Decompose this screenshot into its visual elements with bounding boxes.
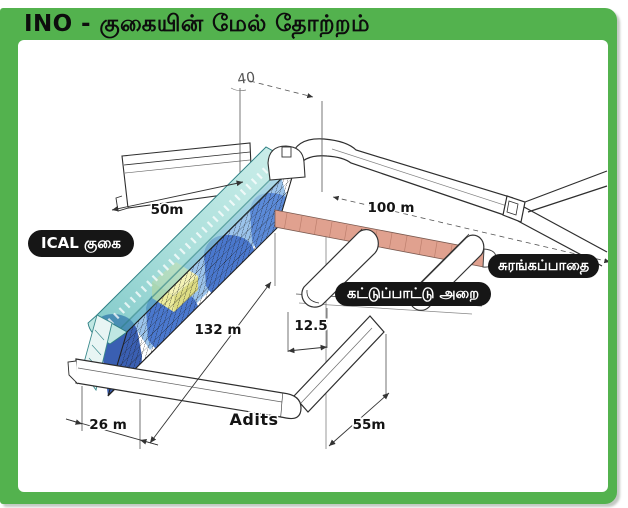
slide-frame: INO - குகையின் மேல் தோற்றம் (0, 8, 617, 504)
dim-50m: 50m (151, 202, 184, 218)
callout-tunnel: சுரங்கப்பாதை (488, 254, 600, 279)
callout-ical-cavern: ICAL குகை (28, 230, 135, 257)
callout-control-room: கட்டுப்பாட்டு அறை (335, 282, 492, 307)
dim-100m: 100 m (368, 200, 415, 216)
dim-26m: 26 m (89, 417, 127, 433)
dimensions: 40 50m 100 m 132 m 12.5 26 m 55m Adits (65, 70, 416, 449)
diagram-canvas: 40 50m 100 m 132 m 12.5 26 m 55m Adits (65, 70, 608, 449)
dim-40: 40 (236, 70, 256, 88)
diagram-panel: 40 50m 100 m 132 m 12.5 26 m 55m Adits I… (18, 40, 608, 492)
label-adits: Adits (230, 410, 279, 429)
dim-12-5: 12.5 (294, 318, 327, 334)
page-title: INO - குகையின் மேல் தோற்றம் (24, 11, 370, 37)
dim-132m: 132 m (195, 322, 242, 338)
dim-55m: 55m (353, 417, 386, 433)
